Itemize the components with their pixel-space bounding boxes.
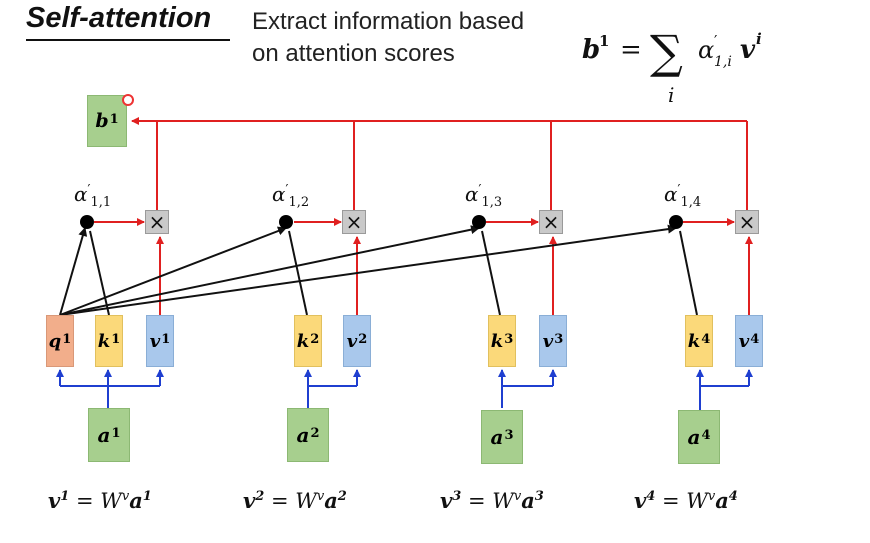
title-underline xyxy=(26,39,230,41)
slide-subtitle: Extract information based on attention s… xyxy=(252,6,524,70)
attention-score-label-2: α′1,2 xyxy=(272,182,310,210)
score-dot xyxy=(669,215,683,229)
value-to-multiply-arrows xyxy=(156,236,753,315)
attention-score-label-1: α′1,1 xyxy=(74,182,112,210)
output-sup: 1 xyxy=(109,111,119,127)
input-projection-arrows xyxy=(56,369,753,410)
value-equation-4: v4 = Wva4 xyxy=(634,488,738,513)
slide-title: Self-attention xyxy=(26,2,212,34)
formula-v: v xyxy=(740,35,756,65)
formula-alpha: α xyxy=(698,36,714,64)
value-equation-2: v2 = Wva2 xyxy=(243,488,347,513)
formula-equals: = xyxy=(620,35,642,65)
formula-lhs: b xyxy=(582,35,600,65)
score-dot xyxy=(279,215,293,229)
subtitle-line-2: on attention scores xyxy=(252,40,455,67)
attention-score-label-3: α′1,3 xyxy=(465,182,503,210)
value-equation-3: v3 = Wva3 xyxy=(440,488,544,513)
formula-alpha-sub: 1,i xyxy=(714,54,732,70)
formula-alpha-prime: ′ xyxy=(714,32,718,50)
multiply-node: × xyxy=(145,210,169,234)
formula-sum: ∑ xyxy=(650,25,683,79)
value-equation-1: v1 = Wva1 xyxy=(48,488,152,513)
score-dot xyxy=(472,215,486,229)
formula-sum-index: i xyxy=(668,83,674,107)
pointer-indicator xyxy=(122,94,134,106)
multiply-node: × xyxy=(735,210,759,234)
multiply-node: × xyxy=(342,210,366,234)
attention-score-label-4: α′1,4 xyxy=(664,182,702,210)
subtitle-line-1: Extract information based xyxy=(252,8,525,35)
score-dot xyxy=(80,215,94,229)
attention-score-arrows xyxy=(59,224,698,316)
output-symbol: b xyxy=(95,110,109,132)
weighted-sum-bus xyxy=(131,117,748,212)
weighted-sum-formula: b 1 = ∑ i α ′ 1,i v i xyxy=(582,25,762,107)
formula-lhs-sup: 1 xyxy=(599,32,609,50)
formula-v-sup: i xyxy=(756,30,762,48)
multiply-node: × xyxy=(539,210,563,234)
